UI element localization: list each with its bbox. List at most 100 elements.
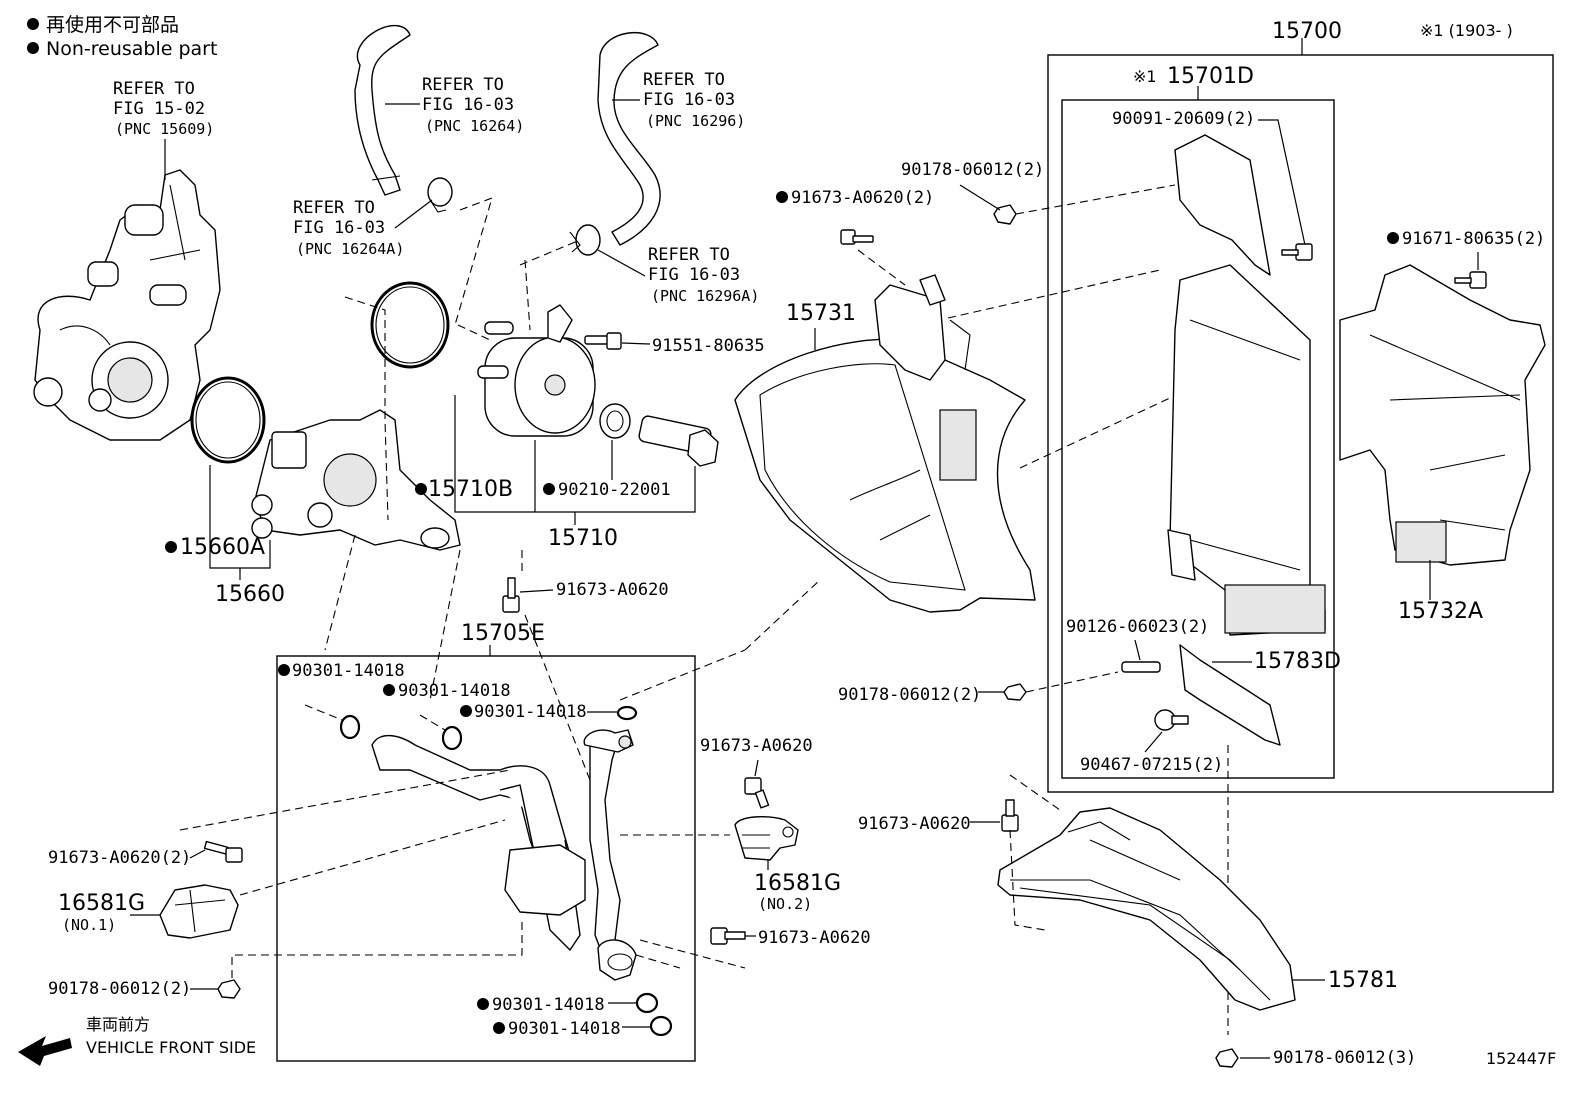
o-ring-15660a xyxy=(190,376,266,464)
ref-16264a-l1: REFER TO xyxy=(293,198,375,218)
diagram-id: 152447F xyxy=(1486,1049,1556,1068)
bolt-91673-e xyxy=(1001,799,1019,832)
ref-16296a-l1: REFER TO xyxy=(648,245,730,265)
hose-clamp-16264a xyxy=(427,177,453,213)
non-reusable-bullet-icon xyxy=(776,191,788,203)
non-reusable-bullet-icon xyxy=(278,664,290,676)
oil-cooler-drawing xyxy=(477,304,596,437)
legend: 再使用不可部品 Non-reusable part xyxy=(27,14,217,60)
bolt-91673-a xyxy=(502,577,520,613)
label-15660: 15660 xyxy=(215,582,285,607)
label-15731: 15731 xyxy=(786,301,856,326)
label-90178-bl: 90178-06012(2) xyxy=(48,979,191,999)
bolt-90467 xyxy=(1154,709,1189,731)
front-side-jp: 車両前方 xyxy=(86,1015,150,1034)
vehicle-front-arrow-icon xyxy=(18,1036,72,1066)
water-pump-drawing xyxy=(33,169,221,441)
label-90178-top: 90178-06012(2) xyxy=(901,160,1044,180)
bracket-15783d-drawing xyxy=(1179,644,1281,746)
label-15701d-mark: ※1 xyxy=(1133,67,1157,86)
ref-16264a-l3: (PNC 16264A) xyxy=(296,240,404,258)
pipes-15705e-drawing xyxy=(371,729,637,981)
note-mark: ※1 (1903- ) xyxy=(1420,21,1513,40)
ref-16296-l3: (PNC 16296) xyxy=(646,112,745,130)
non-reusable-bullet-icon xyxy=(477,998,489,1010)
label-91671: 91671-80635(2) xyxy=(1402,229,1545,249)
label-15781: 15781 xyxy=(1328,968,1398,993)
label-15783d: 15783D xyxy=(1254,649,1341,674)
label-90301-e: 90301-14018 xyxy=(508,1019,621,1039)
label-15732a: 15732A xyxy=(1398,599,1483,624)
label-91673-a: 91673-A0620 xyxy=(556,580,669,600)
o-ring-90301-d xyxy=(635,992,659,1014)
ref-16264-l2: FIG 16-03 xyxy=(422,95,514,115)
label-15705e: 15705E xyxy=(461,621,545,646)
ref-16296a-l2: FIG 16-03 xyxy=(648,265,740,285)
ref-16264-l1: REFER TO xyxy=(422,75,504,95)
bolt-91551 xyxy=(584,332,622,350)
bracket-90091-drawing xyxy=(1174,134,1271,276)
non-reusable-bullet-icon xyxy=(460,705,472,717)
non-reusable-bullet-icon xyxy=(27,42,39,54)
hose-16264 xyxy=(354,24,411,196)
label-90301-d: 90301-14018 xyxy=(492,995,605,1015)
ref-16296-l1: REFER TO xyxy=(643,70,725,90)
ref-fig1502-l3: (PNC 15609) xyxy=(115,120,214,138)
bolt-91673-d xyxy=(710,927,746,945)
o-ring-90301-b xyxy=(441,725,463,751)
label-15710b: 15710B xyxy=(428,477,513,502)
o-ring-90301-c xyxy=(616,705,638,721)
clamp-16581g-no2-drawing xyxy=(734,816,799,861)
non-reusable-bullet-icon xyxy=(1387,232,1399,244)
nut-90178-bl xyxy=(217,979,241,999)
label-15701d: 15701D xyxy=(1167,64,1254,89)
label-91673-d: 91673-A0620 xyxy=(758,928,871,948)
stud-90126 xyxy=(1121,661,1161,673)
gasket-90210 xyxy=(599,403,631,439)
label-91673-e: 91673-A0620 xyxy=(858,814,971,834)
non-reusable-bullet-icon xyxy=(27,18,39,30)
clamp-16581g-no1-drawing xyxy=(159,884,239,939)
label-90126: 90126-06023(2) xyxy=(1066,617,1209,637)
bolt-91673-c xyxy=(203,840,243,863)
hose-clamp-16296a xyxy=(569,224,601,256)
union-bolt xyxy=(638,415,719,467)
non-reusable-bullet-icon xyxy=(383,684,395,696)
assembly-box-15700 xyxy=(1047,54,1554,793)
label-91551: 91551-80635 xyxy=(652,336,765,356)
label-15660a: 15660A xyxy=(180,535,265,560)
non-reusable-bullet-icon xyxy=(543,483,555,495)
label-91673-c: 91673-A0620(2) xyxy=(48,848,191,868)
label-90178-mid: 90178-06012(2) xyxy=(838,685,981,705)
ref-16296-l2: FIG 16-03 xyxy=(643,90,735,110)
legend-en: Non-reusable part xyxy=(46,38,217,60)
hose-16296 xyxy=(597,31,661,246)
label-91673-top: 91673-A0620(2) xyxy=(791,188,934,208)
bracket-15732a-drawing xyxy=(1339,264,1546,566)
bolt-91673-b xyxy=(744,777,770,809)
legend-jp: 再使用不可部品 xyxy=(46,14,179,36)
nut-90178-br xyxy=(1215,1048,1239,1068)
label-90301-a: 90301-14018 xyxy=(292,661,405,681)
o-ring-15710b xyxy=(370,281,450,369)
label-16581g-no2-sub: (NO.2) xyxy=(758,895,812,913)
bolt-90091 xyxy=(1281,243,1313,261)
non-reusable-bullet-icon xyxy=(165,541,177,553)
ref-16264-l3: (PNC 16264) xyxy=(425,117,524,135)
shroud-15731-drawing xyxy=(734,274,1036,613)
label-90210: 90210-22001 xyxy=(558,480,671,500)
label-16581g-no1: 16581G xyxy=(58,891,145,916)
non-reusable-bullet-icon xyxy=(493,1022,505,1034)
ref-16296a-l3: (PNC 16296A) xyxy=(651,287,759,305)
label-90091: 90091-20609(2) xyxy=(1112,109,1255,129)
bolt-91671 xyxy=(1454,271,1487,289)
o-ring-90301-e xyxy=(649,1015,673,1037)
assembly-box-15705e xyxy=(276,655,696,1062)
water-inlet-housing-drawing xyxy=(251,409,461,551)
bolt-91673-top xyxy=(840,229,874,245)
label-16581g-no2: 16581G xyxy=(754,871,841,896)
cooler-core-drawing xyxy=(1167,264,1326,636)
label-90178-br: 90178-06012(3) xyxy=(1273,1048,1416,1068)
nut-90178-mid xyxy=(1003,683,1027,701)
